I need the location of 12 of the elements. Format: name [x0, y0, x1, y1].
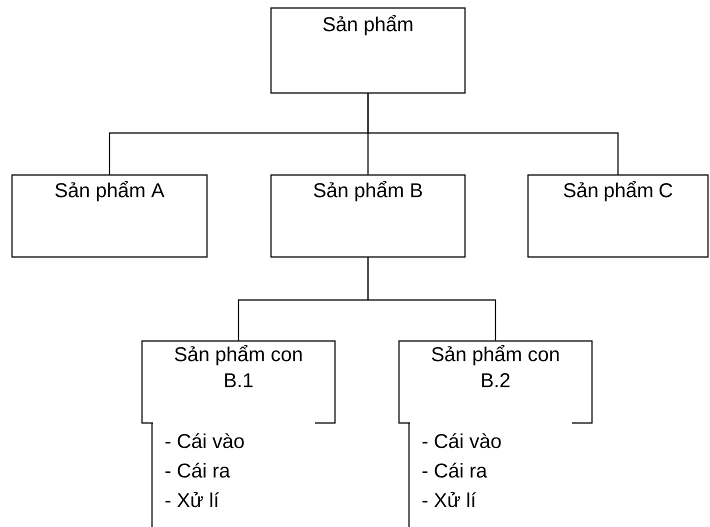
list-item: - Cái ra [166, 462, 230, 478]
connector-line [367, 258, 496, 340]
list-item: - Xử lí [422, 492, 476, 508]
connector-line [367, 94, 619, 174]
box: Sản phẩm A [11, 174, 208, 258]
list-item: - Cái ra [422, 462, 488, 478]
list-item: - Cái vào [422, 433, 501, 448]
list-item: - Cái vào [166, 433, 244, 448]
list-item: - Xử lí [166, 492, 219, 508]
box: Sản phẩm C [527, 174, 709, 258]
box: Sản phẩm B [270, 174, 466, 258]
box: Sản phẩm [270, 7, 466, 94]
